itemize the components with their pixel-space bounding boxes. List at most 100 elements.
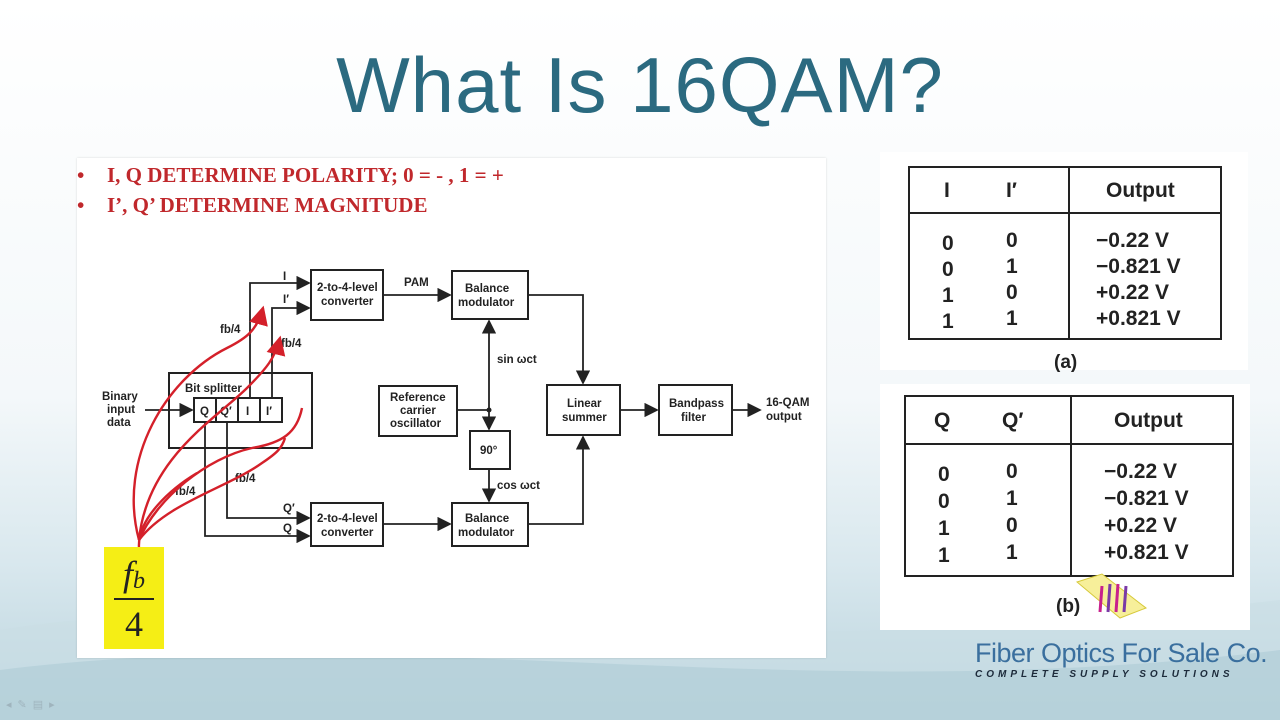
table-cell: 0 [1006, 460, 1018, 483]
table-cell: −0.821 V [1104, 487, 1189, 510]
table-cell: 0 [1006, 229, 1018, 252]
table-header-cell: I [944, 179, 950, 202]
table-cell: 1 [1006, 541, 1018, 564]
filter-block [658, 384, 733, 436]
logo-mark-icon [1075, 573, 1148, 619]
converter-top-label: 2-to-4-level [317, 282, 378, 294]
table-cell: 0 [942, 232, 954, 255]
table-a-panel: I I′ Output 0 0 −0.22 V 0 1 −0.821 V 1 0… [880, 152, 1248, 373]
modulator-bottom-label: modulator [458, 527, 515, 539]
pam-label: PAM [404, 277, 429, 289]
table-cell: 1 [938, 544, 950, 567]
table-cell: 0 [1006, 281, 1018, 304]
menu-icon[interactable]: ▤ [32, 699, 50, 711]
table-cell: 1 [1006, 255, 1018, 278]
converter-bottom-block [310, 502, 384, 547]
converter-bottom-label: converter [321, 527, 374, 539]
modulator-top-block [451, 270, 529, 320]
splitter-cell-label: Q [200, 406, 209, 418]
table-cell: 0 [938, 463, 950, 486]
fb4-numerator: f [122, 554, 133, 594]
output-label: output [766, 411, 802, 423]
table-header-cell: Output [1114, 409, 1183, 432]
table-cell: +0.821 V [1096, 307, 1181, 330]
table-cell: 1 [1006, 487, 1018, 510]
output-label: 16-QAM [766, 397, 809, 409]
table-cell: +0.22 V [1104, 514, 1177, 537]
table-cell: 0 [942, 258, 954, 281]
signal-q-prime-label: Q′ [283, 503, 295, 515]
table-cell: +0.22 V [1096, 281, 1169, 304]
slide-nav-controls[interactable]: ◂✎▤▸ [6, 698, 61, 711]
input-label: input [107, 404, 135, 416]
splitter-cell-label: I′ [266, 406, 272, 418]
filter-label: filter [681, 412, 706, 424]
prev-slide-icon[interactable]: ◂ [6, 699, 18, 711]
fb4-label: fb/4 [281, 338, 302, 350]
phase-shift-label: 90° [480, 445, 498, 457]
converter-top-label: converter [321, 296, 374, 308]
input-label: Binary [102, 391, 138, 403]
splitter-cell-label: Q′ [220, 406, 232, 418]
signal-q-label: Q [283, 523, 292, 535]
fb-over-4-highlight: fb 4 [104, 547, 164, 649]
qam-block-diagram: Bit splitter Q Q′ I I′ Binary input data… [102, 269, 809, 549]
table-cell: 0 [938, 490, 950, 513]
table-header-cell: Q′ [1002, 409, 1024, 432]
table-divider [1070, 397, 1072, 575]
table-header [910, 168, 1220, 214]
company-logo-tagline: COMPLETE SUPPLY SOLUTIONS [975, 669, 1234, 680]
red-arrow [137, 471, 198, 549]
bit-splitter-label: Bit splitter [185, 383, 242, 395]
input-label: data [107, 417, 131, 429]
table-header-cell: I′ [1006, 179, 1017, 202]
signal-i-label: I [283, 271, 286, 283]
converter-bottom-label: 2-to-4-level [317, 513, 378, 525]
summer-block [546, 384, 621, 436]
fb4-subscript: b [133, 568, 145, 594]
fb4-denominator: 4 [125, 604, 143, 644]
truth-table-b: Q Q′ Output 0 0 −0.22 V 0 1 −0.821 V 1 0… [904, 395, 1234, 577]
red-arrow [132, 305, 268, 541]
fb4-label: fb/4 [235, 473, 256, 485]
red-arrow [137, 335, 286, 541]
oscillator-label: Reference [390, 392, 446, 404]
table-b-panel: Q Q′ Output 0 0 −0.22 V 0 1 −0.821 V 1 0… [880, 384, 1250, 630]
filter-label: Bandpass [669, 398, 724, 410]
diagram-panel: • I, Q DETERMINE POLARITY; 0 = - , 1 = +… [77, 158, 826, 658]
red-arrow [138, 437, 287, 541]
sin-label: sin ωct [497, 354, 537, 366]
truth-table-a: I I′ Output 0 0 −0.22 V 0 1 −0.821 V 1 0… [908, 166, 1222, 340]
table-cell: 1 [942, 284, 954, 307]
table-cell: +0.821 V [1104, 541, 1189, 564]
slide-title: What Is 16QAM? [336, 41, 944, 129]
table-b-caption: (b) [1056, 596, 1081, 617]
table-cell: −0.22 V [1096, 229, 1169, 252]
signal-i-prime-label: I′ [283, 294, 289, 306]
fb4-label: fb/4 [175, 486, 196, 498]
table-cell: −0.821 V [1096, 255, 1181, 278]
table-header-cell: Output [1106, 179, 1175, 202]
table-divider [1068, 168, 1070, 338]
table-cell: 1 [938, 517, 950, 540]
bullet-text: I, Q DETERMINE POLARITY; 0 = - , 1 = + [107, 163, 504, 187]
red-arrow [137, 407, 304, 541]
bullet-text: I’, Q’ DETERMINE MAGNITUDE [107, 193, 428, 217]
converter-top-block [310, 269, 384, 321]
company-logo-name: Fiber Optics For Sale Co. [975, 638, 1268, 668]
fraction-bar [114, 598, 154, 600]
bullet-marker: • [77, 193, 85, 217]
oscillator-block [378, 385, 458, 437]
oscillator-label: carrier [400, 405, 436, 417]
table-a-caption: (a) [1054, 352, 1078, 373]
modulator-top-label: Balance [465, 283, 509, 295]
table-cell: −0.22 V [1104, 460, 1177, 483]
splitter-cell-i-prime [259, 397, 283, 423]
cos-label: cos ωct [497, 480, 540, 492]
table-header-cell: Q [934, 409, 951, 432]
phase-shift-block [469, 430, 511, 470]
next-slide-icon[interactable]: ▸ [49, 699, 61, 711]
modulator-bottom-block [451, 502, 529, 547]
pen-icon[interactable]: ✎ [17, 699, 33, 711]
table-cell: 1 [1006, 307, 1018, 330]
